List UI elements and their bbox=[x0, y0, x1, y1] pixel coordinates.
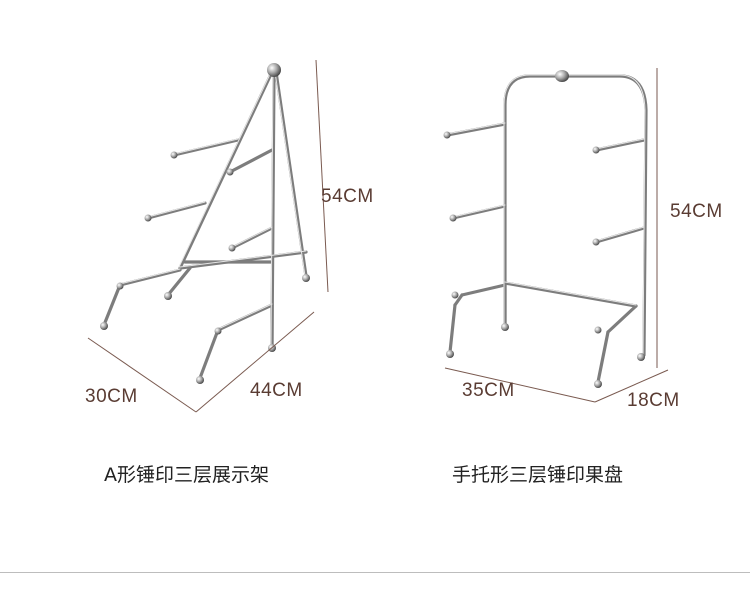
right-depth-label: 18CM bbox=[627, 390, 680, 411]
a-frame-rack bbox=[100, 63, 310, 384]
left-dimension-lines bbox=[87, 59, 329, 413]
left-height-label: 54CM bbox=[321, 186, 374, 207]
right-dimension-lines bbox=[444, 68, 669, 403]
left-width-label: 44CM bbox=[250, 380, 303, 401]
hand-hold-rack bbox=[443, 70, 648, 388]
handle-knob bbox=[555, 70, 569, 82]
right-caption: 手托形三层锤印果盘 bbox=[452, 464, 624, 486]
right-width-label: 35CM bbox=[462, 380, 515, 401]
finial-ball bbox=[267, 63, 281, 77]
left-depth-label: 30CM bbox=[85, 386, 138, 407]
divider bbox=[0, 572, 750, 573]
right-height-label: 54CM bbox=[670, 201, 723, 222]
left-caption: A形锤印三层展示架 bbox=[104, 464, 269, 486]
